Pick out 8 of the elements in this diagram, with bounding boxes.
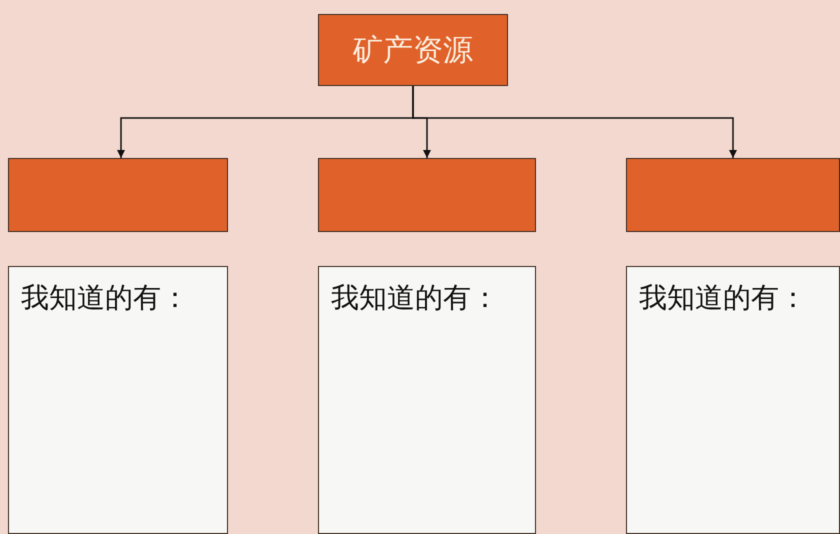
answer-box: 我知道的有：: [8, 266, 228, 534]
answer-box: 我知道的有：: [318, 266, 536, 534]
arrow: [412, 86, 737, 158]
blank-box: [318, 158, 536, 232]
answer-box: 我知道的有：: [626, 266, 840, 534]
blank-box: [8, 158, 228, 232]
title-box: 矿产资源: [318, 14, 508, 86]
blank-box: [626, 158, 840, 232]
